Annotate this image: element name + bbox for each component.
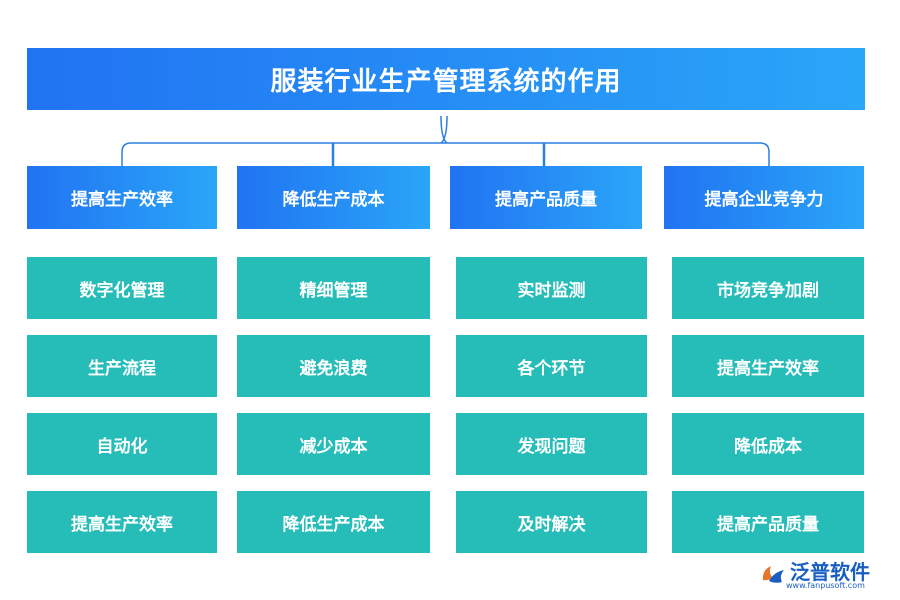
list-item: 自动化 — [27, 413, 217, 475]
list-item: 避免浪费 — [237, 335, 430, 397]
list-item: 各个环节 — [456, 335, 647, 397]
list-item: 提高生产效率 — [672, 335, 864, 397]
list-item: 生产流程 — [27, 335, 217, 397]
brand-logo: 泛普软件 www.fanpusoft.com — [760, 556, 890, 592]
list-item: 数字化管理 — [27, 257, 217, 319]
column-header-efficiency: 提高生产效率 — [27, 166, 217, 229]
column-header-competitiveness: 提高企业竞争力 — [664, 166, 864, 229]
list-item: 提高生产效率 — [27, 491, 217, 553]
horizontal-connector — [121, 142, 770, 166]
list-item: 减少成本 — [237, 413, 430, 475]
column-header-quality: 提高产品质量 — [450, 166, 642, 229]
brace-top-connector — [440, 115, 448, 144]
list-item: 实时监测 — [456, 257, 647, 319]
diagram-title: 服装行业生产管理系统的作用 — [27, 48, 865, 110]
logo-url: www.fanpusoft.com — [786, 581, 865, 590]
list-item: 降低成本 — [672, 413, 864, 475]
list-item: 市场竞争加剧 — [672, 257, 864, 319]
list-item: 精细管理 — [237, 257, 430, 319]
list-item: 降低生产成本 — [237, 491, 430, 553]
list-item: 及时解决 — [456, 491, 647, 553]
list-item: 发现问题 — [456, 413, 647, 475]
fanpu-logo-icon — [762, 566, 784, 583]
logo-name: 泛普软件 — [790, 560, 870, 584]
brace-top-connector-right — [440, 115, 448, 144]
list-item: 提高产品质量 — [672, 491, 864, 553]
column-header-cost: 降低生产成本 — [237, 166, 430, 229]
